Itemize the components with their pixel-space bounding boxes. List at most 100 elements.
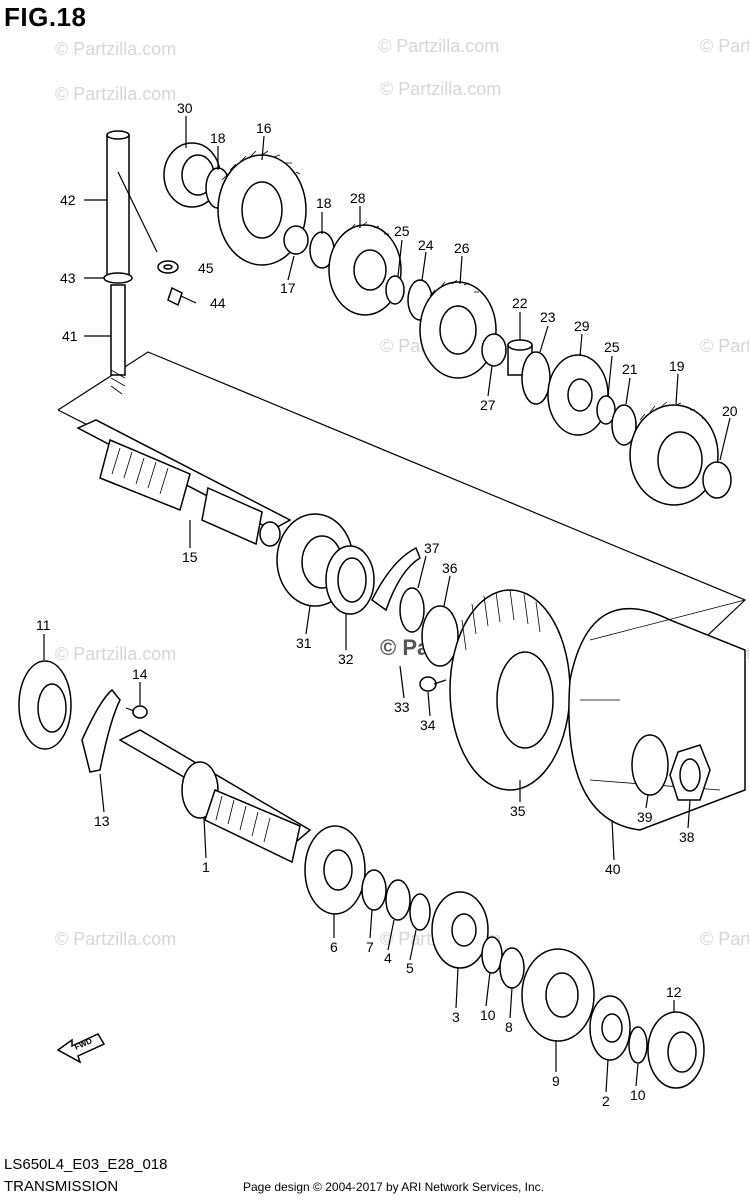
part-bearing-12: [647, 1011, 705, 1089]
callout-13: 13: [94, 813, 110, 829]
watermark: © Partzilla.com: [55, 929, 176, 949]
callout-21: 21: [622, 361, 638, 377]
part-belt-40: [568, 599, 746, 831]
callout-42: 42: [60, 192, 76, 208]
callout-30: 30: [177, 100, 193, 116]
callout-39: 39: [637, 809, 653, 825]
callout-8: 8: [505, 1019, 513, 1035]
figure-title: FIG.18: [4, 2, 87, 32]
part-nut-38: [669, 744, 711, 801]
callout-19: 19: [669, 358, 685, 374]
callout-43: 43: [60, 270, 76, 286]
part-circlip-25b: [596, 395, 616, 425]
callout-32: 32: [338, 651, 354, 667]
part-gear-3: [431, 891, 489, 969]
part-sprocket-35: [449, 589, 571, 791]
model-code: LS650L4_E03_E28_018: [4, 1156, 168, 1173]
part-spacer-36: [421, 605, 459, 667]
callout-37: 37: [424, 540, 440, 556]
part-gear-19: [629, 401, 719, 506]
part-oring-37: [399, 587, 425, 633]
part-washer-43: [103, 272, 133, 284]
callout-10: 10: [630, 1087, 646, 1103]
callout-10: 10: [480, 1007, 496, 1023]
watermark: © Partzilla.com: [55, 39, 176, 59]
watermark: © Partzilla.com: [55, 644, 176, 664]
callout-24: 24: [418, 237, 434, 253]
callout-40: 40: [605, 861, 621, 877]
callout-36: 36: [442, 560, 458, 576]
part-bolt-34: [419, 676, 447, 692]
watermark: © Partzilla.com: [700, 929, 749, 949]
callout-2: 2: [602, 1093, 610, 1109]
watermark: © Partzilla.com: [700, 36, 749, 56]
part-washer-8: [499, 947, 525, 989]
part-bushing-20: [702, 461, 732, 499]
callout-23: 23: [540, 309, 556, 325]
callout-38: 38: [679, 829, 695, 845]
callout-7: 7: [366, 939, 374, 955]
callout-1: 1: [202, 859, 210, 875]
callout-12: 12: [666, 984, 682, 1000]
part-retainer-33: [371, 546, 421, 612]
part-mainshaft-1: [118, 729, 312, 864]
callout-29: 29: [574, 318, 590, 334]
callout-9: 9: [552, 1073, 560, 1089]
callout-26: 26: [454, 240, 470, 256]
callout-41: 41: [62, 328, 78, 344]
part-gear-26: [419, 279, 497, 379]
callout-20: 20: [722, 403, 738, 419]
callout-5: 5: [406, 960, 414, 976]
part-gear-29: [547, 354, 609, 436]
callout-18: 18: [210, 130, 226, 146]
callout-35: 35: [510, 803, 526, 819]
watermark: © Partzilla.com: [55, 84, 176, 104]
callout-25: 25: [394, 223, 410, 239]
part-bushing-27: [481, 333, 507, 367]
callout-33: 33: [394, 699, 410, 715]
part-gear-2: [589, 995, 631, 1061]
leader-lines: [43, 116, 731, 1093]
part-washer-23: [521, 351, 551, 405]
watermark: © Partzilla.com: [380, 79, 501, 99]
part-shaft-42: [106, 130, 158, 276]
part-bushing-17: [283, 225, 309, 255]
callout-44: 44: [210, 295, 226, 311]
callout-25: 25: [604, 339, 620, 355]
part-gear-9: [521, 948, 595, 1042]
callout-45: 45: [198, 260, 214, 276]
part-washer-21: [611, 404, 637, 446]
callout-31: 31: [296, 635, 312, 651]
callout-3: 3: [452, 1009, 460, 1025]
part-circlip-25a: [385, 275, 405, 305]
part-shaft-41: [110, 284, 126, 395]
part-washer-45: [157, 260, 179, 274]
part-circlip-10a: [481, 936, 503, 974]
callout-15: 15: [182, 549, 198, 565]
copyright-notice: Page design © 2004-2017 by ARI Network S…: [243, 1180, 545, 1194]
watermark: © Partzilla.com: [378, 36, 499, 56]
fwd-arrow: FWD: [56, 1033, 106, 1064]
part-screw-44: [167, 286, 197, 307]
callout-34: 34: [420, 717, 436, 733]
part-retainer-13: [81, 688, 121, 773]
part-gear-6: [304, 825, 366, 915]
part-bearing-11: [18, 660, 72, 750]
part-circlip-5: [409, 893, 431, 931]
callout-27: 27: [480, 397, 496, 413]
callout-labels: 30 18 16 42 45 43 44 41 18 28 17 25 24 2…: [36, 100, 738, 1109]
part-oil-seal-32: [325, 545, 375, 615]
callout-17: 17: [280, 280, 296, 296]
part-gear-28: [328, 221, 402, 316]
callout-4: 4: [384, 950, 392, 966]
callout-16: 16: [256, 120, 272, 136]
callout-11: 11: [36, 617, 51, 633]
part-washer-4: [385, 879, 411, 921]
watermark: © Partzilla.com: [700, 336, 749, 356]
callout-6: 6: [330, 939, 338, 955]
callout-14: 14: [132, 666, 148, 682]
part-circlip-10b: [628, 1026, 648, 1064]
part-screw-14: [125, 705, 148, 719]
section-name: TRANSMISSION: [4, 1178, 119, 1195]
